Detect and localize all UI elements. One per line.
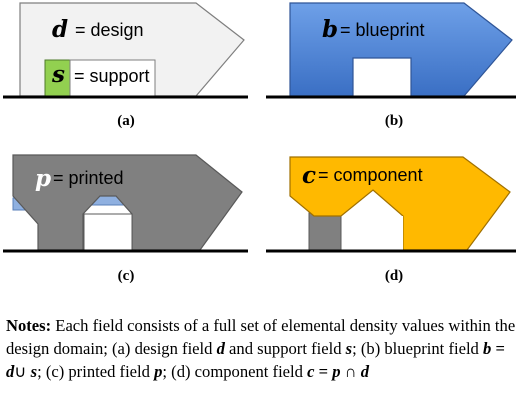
var-c: c bbox=[307, 362, 315, 381]
printed-letter: p bbox=[35, 165, 51, 192]
notes-lead: Notes: bbox=[6, 316, 52, 335]
printed-label: = printed bbox=[53, 168, 124, 188]
component-hole bbox=[348, 216, 403, 250]
var-b: b bbox=[483, 339, 492, 358]
caption-c: (c) bbox=[118, 268, 135, 284]
design-letter: d bbox=[52, 16, 68, 43]
caption-a: (a) bbox=[117, 113, 135, 129]
var-d: d bbox=[360, 362, 370, 381]
notes-text: = bbox=[314, 362, 333, 381]
panel-a: d = design s = support (a) bbox=[3, 2, 248, 129]
support-label: = support bbox=[74, 66, 150, 86]
var-p: p bbox=[332, 362, 341, 381]
notes-text: ; (d) component field bbox=[162, 362, 308, 381]
support-letter: s bbox=[51, 61, 65, 88]
var-s: s bbox=[345, 339, 353, 358]
component-label: = component bbox=[318, 165, 423, 185]
caption-d: (d) bbox=[385, 268, 403, 284]
caption-b: (b) bbox=[385, 113, 403, 129]
notes-text: = bbox=[491, 339, 505, 358]
notes-text: ; (c) printed field bbox=[37, 362, 155, 381]
var-p: p bbox=[154, 362, 163, 381]
printed-hole bbox=[83, 213, 133, 251]
panel-b: b = blueprint (b) bbox=[266, 2, 516, 129]
var-d: d bbox=[6, 362, 15, 381]
var-d: d bbox=[216, 339, 225, 358]
component-letter: c bbox=[302, 162, 316, 189]
printed-shape bbox=[12, 154, 243, 251]
notes-text: and support field bbox=[224, 339, 346, 358]
notes-text: ; (b) blueprint field bbox=[352, 339, 483, 358]
panel-d: c = component (d) bbox=[266, 156, 516, 284]
blueprint-letter: b bbox=[322, 16, 338, 43]
notes-paragraph: Notes: Each field consists of a full set… bbox=[6, 314, 516, 383]
notes-text: ∩ bbox=[340, 362, 361, 381]
component-post bbox=[308, 212, 342, 252]
notes-text: ∪ bbox=[14, 362, 31, 381]
blueprint-label: = blueprint bbox=[340, 20, 425, 40]
design-label: = design bbox=[75, 20, 144, 40]
field-diagram: d = design s = support (a) b = blueprint… bbox=[3, 2, 516, 284]
var-s: s bbox=[30, 362, 38, 381]
panel-c: p = printed (c) bbox=[3, 154, 248, 284]
notes-text: Each field consists of a full set of ele… bbox=[6, 316, 516, 358]
